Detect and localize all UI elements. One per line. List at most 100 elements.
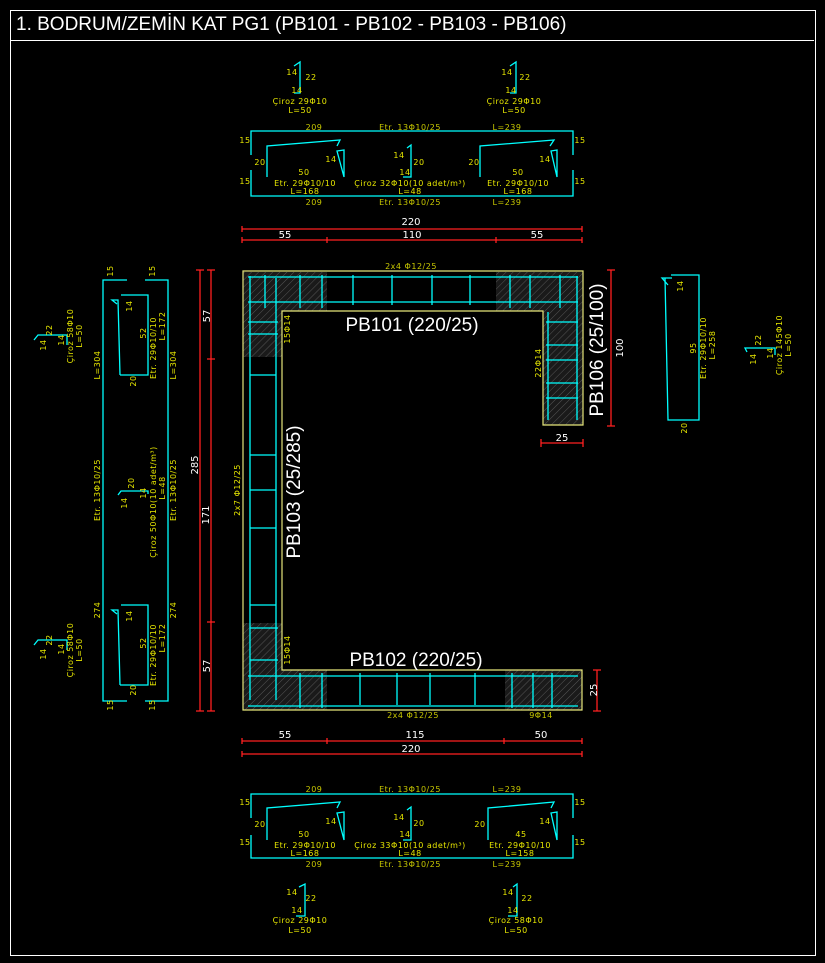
- left-ciroz-bot-label-label: Çiroz 58Φ10: [66, 623, 75, 678]
- bottom-outer-bot-b-label: Etr. 13Φ10/25: [379, 860, 441, 869]
- left-mid-len-label: L=48: [158, 476, 167, 499]
- right-stirrup-hook-label: 14: [676, 280, 685, 291]
- right-ciroz-len-label: L=50: [784, 333, 793, 356]
- left-inner-top-w-label: 52: [139, 327, 148, 338]
- bottom-mid-label-label: Çiroz 33Φ10(10 adet/m³): [354, 841, 465, 850]
- left-outer-rc-label: 274: [169, 602, 178, 619]
- left-ciroz-bot-b-label: 22: [45, 634, 54, 645]
- top-ciroz-left-c-label: 14: [291, 86, 302, 95]
- top-outer-top-c-label: L=239: [493, 123, 522, 132]
- left-ciroz-bot-a-label: 14: [39, 648, 48, 659]
- left-ciroz-top-label-label: Çiroz 58Φ10: [66, 309, 75, 364]
- top-inner-left-w-label: 50: [298, 168, 309, 177]
- left-inner-bot-h-label: 20: [129, 684, 138, 695]
- left-inner-top-label-label: Etr. 29Φ10/10: [149, 317, 158, 379]
- top-ciroz-left-b-label: 22: [305, 73, 316, 82]
- bottom-outer-r2-label: 15: [574, 838, 585, 847]
- top-inner-right-hook-label: 14: [539, 155, 550, 164]
- dims-left-total-label: 285: [190, 455, 201, 474]
- top-outer-r1-label: 15: [574, 136, 585, 145]
- bottom-outer-bot-a-label: 209: [306, 860, 323, 869]
- bottom-outer-l2-label: 15: [239, 838, 250, 847]
- left-ciroz-top-len-label: L=50: [75, 324, 84, 347]
- bottom-inner-right-hook-label: 14: [539, 817, 550, 826]
- bottom-outer-l1-label: 15: [239, 798, 250, 807]
- right-stirrup-label-label: Etr. 29Φ10/10: [699, 317, 708, 379]
- left-outer-t1-label: 15: [106, 265, 115, 276]
- top-ciroz-left-a-label: 14: [286, 68, 297, 77]
- plan-pb102-bars-label: 9Φ14: [529, 711, 553, 720]
- plan-pb103-bars-label: 2x7 Φ12/25: [233, 464, 242, 516]
- title-bar: 1. BODRUM/ZEMİN KAT PG1 (PB101 - PB102 -…: [10, 10, 814, 41]
- bottom-mid-c-label: 14: [399, 830, 410, 839]
- bottom-inner-right-label-label: Etr. 29Φ10/10: [489, 841, 551, 850]
- left-inner-top-hook-label: 14: [125, 300, 134, 311]
- bottom-dimensions: [241, 738, 583, 757]
- plan-pb106-label: PB106 (25/100): [587, 283, 608, 416]
- left-inner-bot-label-label: Etr. 29Φ10/10: [149, 624, 158, 686]
- plan-pb103-label: PB103 (25/285): [284, 425, 305, 558]
- top-outer-l2-label: 15: [239, 177, 250, 186]
- top-inner-right-w-label: 50: [512, 168, 523, 177]
- top-outer-l1-label: 15: [239, 136, 250, 145]
- left-outer-ra-label: L=304: [169, 351, 178, 380]
- top-dimensions: [241, 226, 583, 243]
- bottom-inner-left-w-label: 50: [298, 830, 309, 839]
- bottom-ciroz-right-label-label: Çiroz 58Φ10: [489, 916, 544, 925]
- left-rebar-details: [33, 279, 169, 702]
- top-outer-top-b-label: Etr. 13Φ10/25: [379, 123, 441, 132]
- bottom-outer-top-a-label: 209: [306, 785, 323, 794]
- top-inner-left-label-label: Etr. 29Φ10/10: [274, 179, 336, 188]
- top-ciroz-right-a-label: 14: [501, 68, 512, 77]
- left-mid-b-label: 20: [127, 477, 136, 488]
- dims-top-a-label: 55: [279, 230, 292, 241]
- left-outer-lc-label: 274: [93, 602, 102, 619]
- top-outer-bot-b-label: Etr. 13Φ10/25: [379, 198, 441, 207]
- bottom-ciroz-right-len-label: L=50: [504, 926, 527, 935]
- left-mid-label-label: Çiroz 50Φ10(10 adet/m³): [149, 446, 158, 557]
- plan-pb103-side-label: 15Φ14: [283, 635, 292, 664]
- left-inner-bot-w-label: 52: [139, 637, 148, 648]
- right-ciroz-b-label: 22: [754, 334, 763, 345]
- drawing-frame: [10, 10, 816, 956]
- dims-bottom-total-label: 220: [401, 744, 420, 755]
- left-ciroz-bot-c-label: 14: [57, 643, 66, 654]
- bottom-ciroz-left-b-label: 22: [305, 894, 316, 903]
- right-ciroz-a-label: 14: [749, 353, 758, 364]
- bottom-inner-right-w-label: 45: [515, 830, 526, 839]
- bottom-inner-right-h-label: 20: [474, 820, 485, 829]
- bottom-mid-a-label: 14: [393, 813, 404, 822]
- bottom-rebar-details: [250, 793, 574, 917]
- right-ciroz-label-label: Çiroz 145Φ10: [775, 315, 784, 375]
- bottom-mid-b-label: 20: [413, 819, 424, 828]
- left-dimensions: [196, 269, 215, 712]
- top-ciroz-right-b-label: 22: [519, 73, 530, 82]
- bottom-ciroz-right-c-label: 14: [507, 906, 518, 915]
- bottom-ciroz-left-c-label: 14: [291, 906, 302, 915]
- bottom-inner-left-h-label: 20: [254, 820, 265, 829]
- top-ciroz-left-label-label: Çiroz 29Φ10: [273, 97, 328, 106]
- top-ciroz-right-len-label: L=50: [502, 106, 525, 115]
- bottom-ciroz-left-a-label: 14: [286, 888, 297, 897]
- left-inner-bot-hook-label: 14: [125, 610, 134, 621]
- plan-pb101-side-label: 15Φ14: [283, 314, 292, 343]
- right-stirrup-len-label: L=258: [708, 331, 717, 360]
- dims-bottom-a-label: 55: [279, 730, 292, 741]
- top-mid-b-label: 20: [413, 158, 424, 167]
- left-outer-b1-label: 15: [106, 699, 115, 710]
- drawing-title: 1. BODRUM/ZEMİN KAT PG1 (PB101 - PB102 -…: [16, 14, 567, 35]
- bottom-outer-top-b-label: Etr. 13Φ10/25: [379, 785, 441, 794]
- plan-pb101-label: PB101 (220/25): [345, 315, 478, 336]
- dims-top-b-label: 110: [402, 230, 421, 241]
- top-inner-left-hook-label: 14: [325, 155, 336, 164]
- left-outer-t2-label: 15: [148, 265, 157, 276]
- left-inner-bot-len-label: L=172: [158, 624, 167, 653]
- left-outer-rb-label: Etr. 13Φ10/25: [169, 459, 178, 521]
- right-ciroz-c-label: 14: [766, 347, 775, 358]
- left-inner-top-h-label: 20: [129, 375, 138, 386]
- right-stirrup-w-label: 95: [689, 342, 698, 353]
- dims-left-c-label: 57: [202, 660, 213, 673]
- top-outer-r2-label: 15: [574, 177, 585, 186]
- top-outer-bot-a-label: 209: [306, 198, 323, 207]
- bottom-inner-right-len-label: L=158: [506, 849, 535, 858]
